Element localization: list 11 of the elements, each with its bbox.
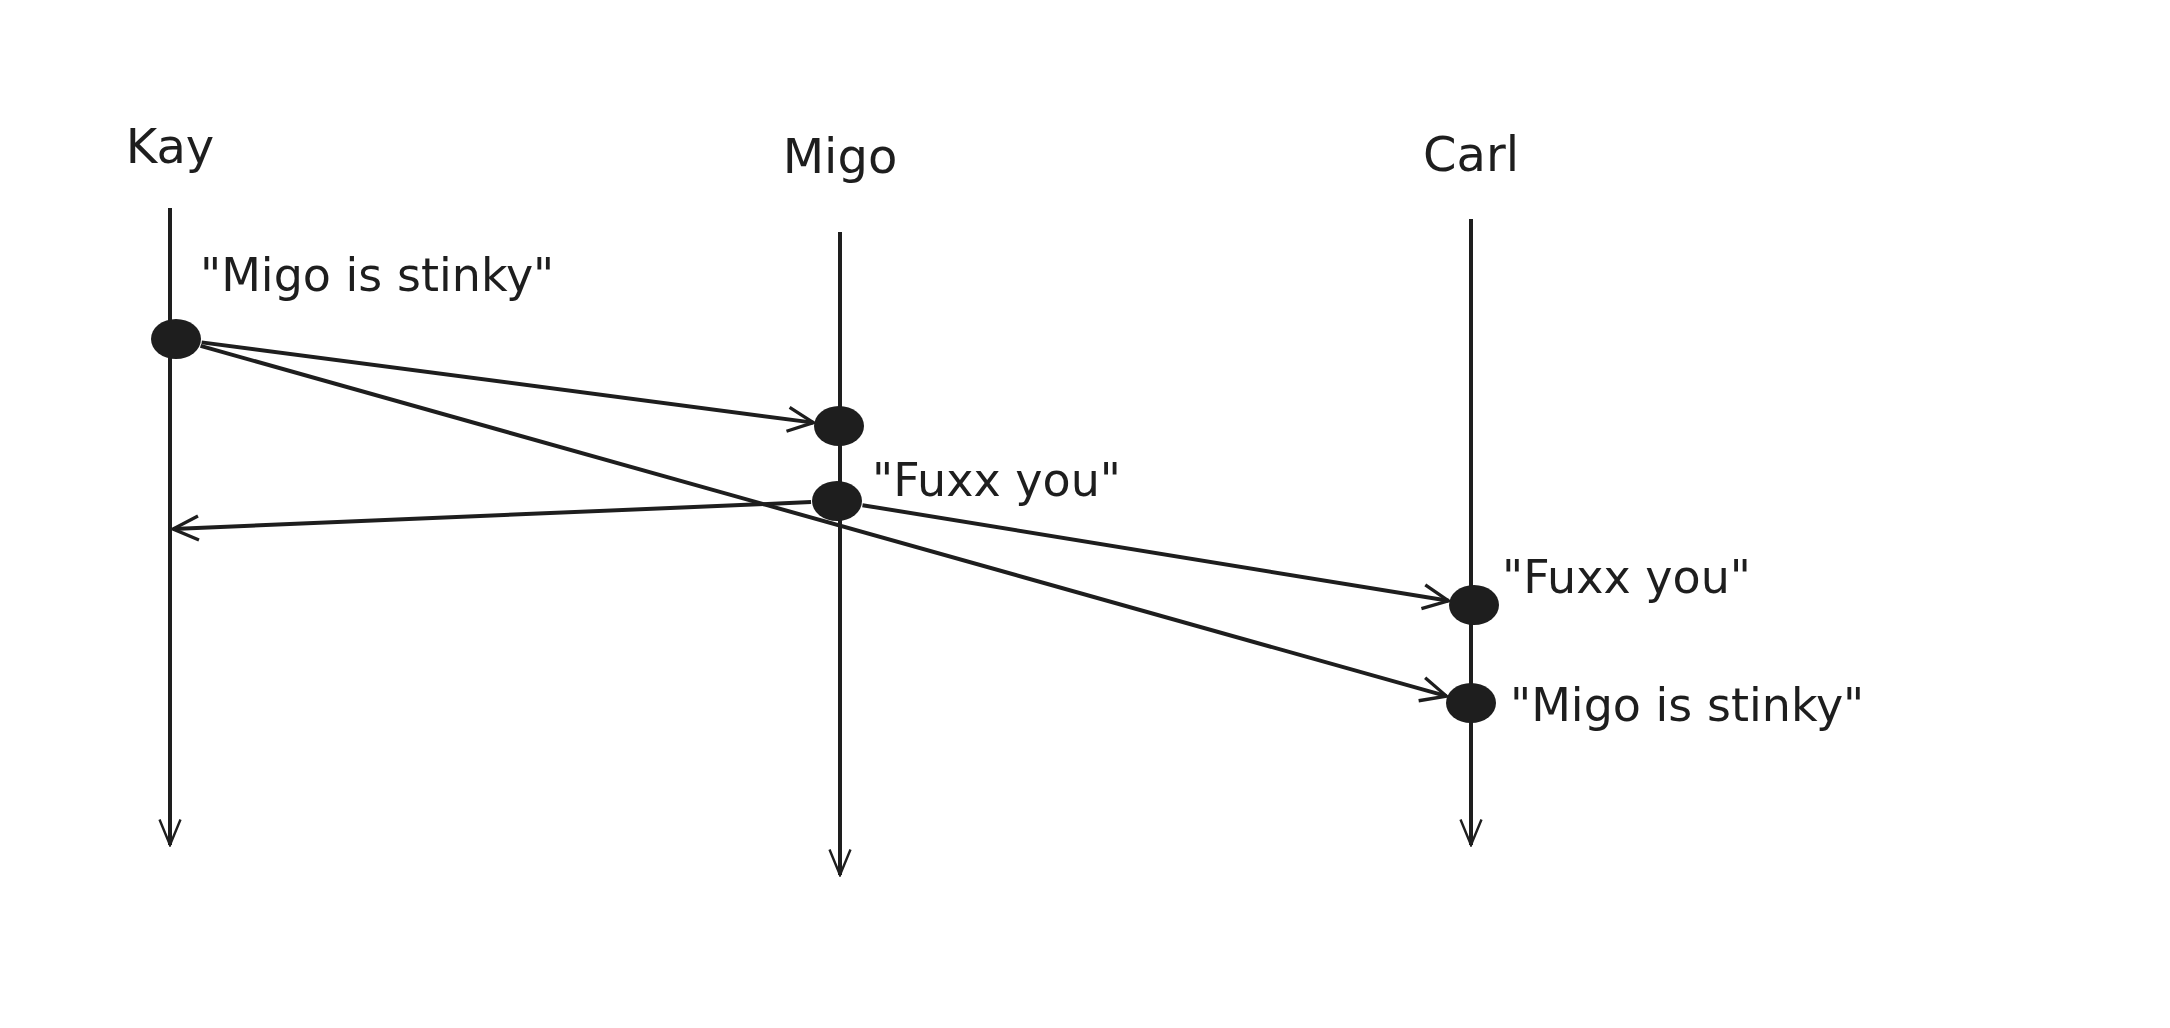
participant-name: Kay [125,120,215,173]
message-arrow [201,340,815,433]
message-label: "Fuxx you" [1502,552,1751,603]
participant-name: Carl [1423,128,1519,181]
message-label: "Migo is stinky" [200,250,555,301]
message-arrow [200,343,1449,703]
message-arrow [862,503,1451,611]
message-arrow [171,500,812,542]
message-label: "Migo is stinky" [1510,680,1865,731]
participant-name: Migo [782,130,898,183]
message-label: "Fuxx you" [872,455,1121,506]
